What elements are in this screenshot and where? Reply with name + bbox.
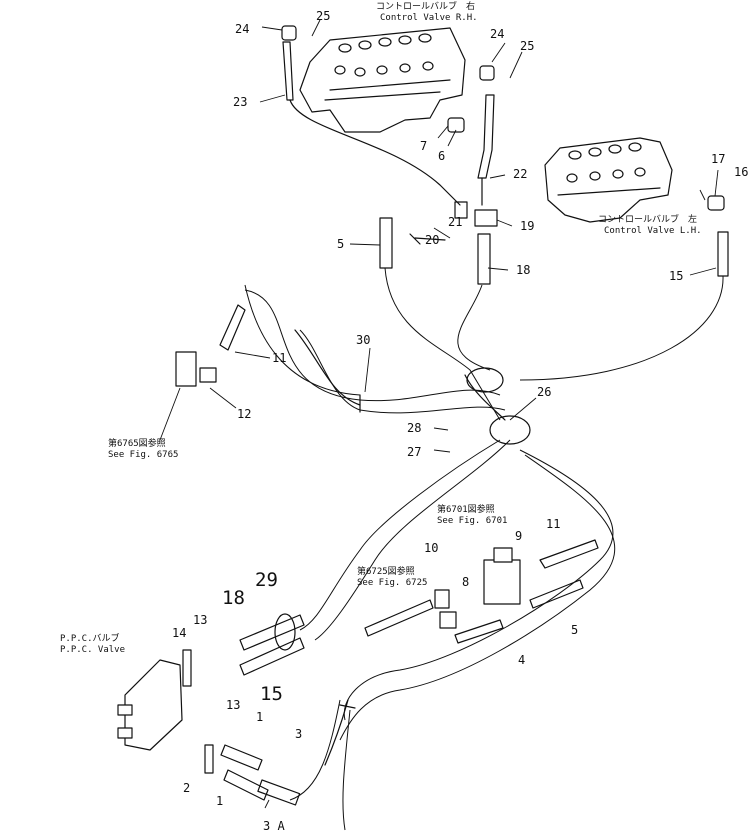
callout-9: 9 bbox=[515, 529, 522, 543]
note-fig6765-jp: 第6765図参照 bbox=[108, 437, 166, 449]
connector-19 bbox=[454, 201, 498, 227]
callout-4: 4 bbox=[518, 653, 525, 667]
callout-13: 13 bbox=[193, 613, 207, 627]
fitting-18 bbox=[477, 233, 491, 285]
hose-22 bbox=[477, 94, 495, 206]
callout-18: 18 bbox=[516, 263, 530, 277]
callout-1: 1 bbox=[256, 710, 263, 724]
note-cv-lh-jp: コントロールバルブ 左 bbox=[598, 213, 697, 225]
callout-26: 26 bbox=[537, 385, 551, 399]
callout-11: 11 bbox=[546, 517, 560, 531]
note-cv-rh-jp: コントロールバルブ 右 bbox=[376, 0, 475, 12]
callout-5: 5 bbox=[337, 237, 344, 251]
valve-6765 bbox=[175, 351, 217, 387]
callout-28: 28 bbox=[407, 421, 421, 435]
elbow-16 bbox=[707, 195, 725, 211]
callouts: 24 25 23 24 25 7 6 22 19 21 20 5 18 15 1… bbox=[172, 9, 748, 833]
callout-2: 2 bbox=[183, 781, 190, 795]
note-fig6701-jp: 第6701図参照 bbox=[437, 503, 495, 515]
callout-1: 1 bbox=[216, 794, 223, 808]
callout-13: 13 bbox=[226, 698, 240, 712]
callout-25: 25 bbox=[520, 39, 534, 53]
bolt-20 bbox=[409, 233, 446, 245]
hose-5-right bbox=[529, 579, 584, 609]
block-6701 bbox=[483, 547, 521, 605]
callout-17: 17 bbox=[711, 152, 725, 166]
callout-25: 25 bbox=[316, 9, 330, 23]
callout-7: 7 bbox=[420, 139, 427, 153]
callout-11: 11 bbox=[272, 351, 286, 365]
hose-18-29-15 bbox=[239, 613, 305, 676]
note-ppc-jp: P.P.C.バルブ bbox=[60, 632, 120, 644]
hoses-1-3 bbox=[220, 744, 301, 806]
callout-20: 20 bbox=[425, 233, 439, 247]
notes: コントロールバルブ 右 Control Valve R.H. コントロールバルブ… bbox=[60, 0, 702, 655]
elbow-24-right bbox=[479, 65, 495, 81]
protector-26 bbox=[464, 367, 531, 445]
hose-11-top bbox=[219, 304, 246, 351]
callout-18: 18 bbox=[222, 587, 245, 609]
callout-23: 23 bbox=[233, 95, 247, 109]
callout-19: 19 bbox=[520, 219, 534, 233]
callout-5: 5 bbox=[571, 623, 578, 637]
note-fig6725-en: See Fig. 6725 bbox=[357, 578, 427, 588]
note-cv-rh-en: Control Valve R.H. bbox=[380, 13, 478, 23]
fitting-14 bbox=[182, 649, 192, 687]
leader-lines bbox=[159, 19, 719, 809]
fitting-8-10 bbox=[434, 589, 457, 629]
fitting-2 bbox=[204, 744, 214, 774]
spiral-guard-lower bbox=[324, 699, 356, 766]
hose-bundle bbox=[244, 267, 724, 831]
callout-29: 29 bbox=[255, 569, 278, 591]
callout-6: 6 bbox=[438, 149, 445, 163]
callout-10: 10 bbox=[424, 541, 438, 555]
note-ppc-en: P.P.C. Valve bbox=[60, 645, 125, 655]
callout-8: 8 bbox=[462, 575, 469, 589]
elbow-24-left bbox=[281, 25, 297, 41]
callout-27: 27 bbox=[407, 445, 421, 459]
callout-30: 30 bbox=[356, 333, 370, 347]
callout-24: 24 bbox=[235, 22, 249, 36]
control-valve-lh bbox=[544, 137, 673, 223]
callout-3a: 3 A bbox=[263, 819, 285, 833]
note-fig6701-en: See Fig. 6701 bbox=[437, 516, 507, 526]
hose-4 bbox=[454, 619, 504, 644]
callout-15: 15 bbox=[669, 269, 683, 283]
note-fig6725-jp: 第6725図参照 bbox=[357, 565, 415, 577]
hose-23 bbox=[282, 41, 461, 206]
ppc-valve bbox=[117, 659, 183, 751]
hose-11-right bbox=[539, 539, 599, 569]
callout-24: 24 bbox=[490, 27, 504, 41]
hose-6725 bbox=[364, 599, 434, 637]
spiral-guard-30 bbox=[294, 329, 361, 413]
hose-15 bbox=[717, 231, 729, 277]
control-valve-rh bbox=[299, 27, 466, 133]
note-fig6765-en: See Fig. 6765 bbox=[108, 450, 178, 460]
callout-16: 16 bbox=[734, 165, 748, 179]
callout-15: 15 bbox=[260, 683, 283, 705]
callout-12: 12 bbox=[237, 407, 251, 421]
callout-3: 3 bbox=[295, 727, 302, 741]
callout-14: 14 bbox=[172, 626, 186, 640]
note-cv-lh-en: Control Valve L.H. bbox=[604, 226, 702, 236]
hose-5-top bbox=[379, 217, 393, 269]
elbow-6 bbox=[447, 117, 465, 133]
callout-22: 22 bbox=[513, 167, 527, 181]
callout-21: 21 bbox=[448, 215, 462, 229]
